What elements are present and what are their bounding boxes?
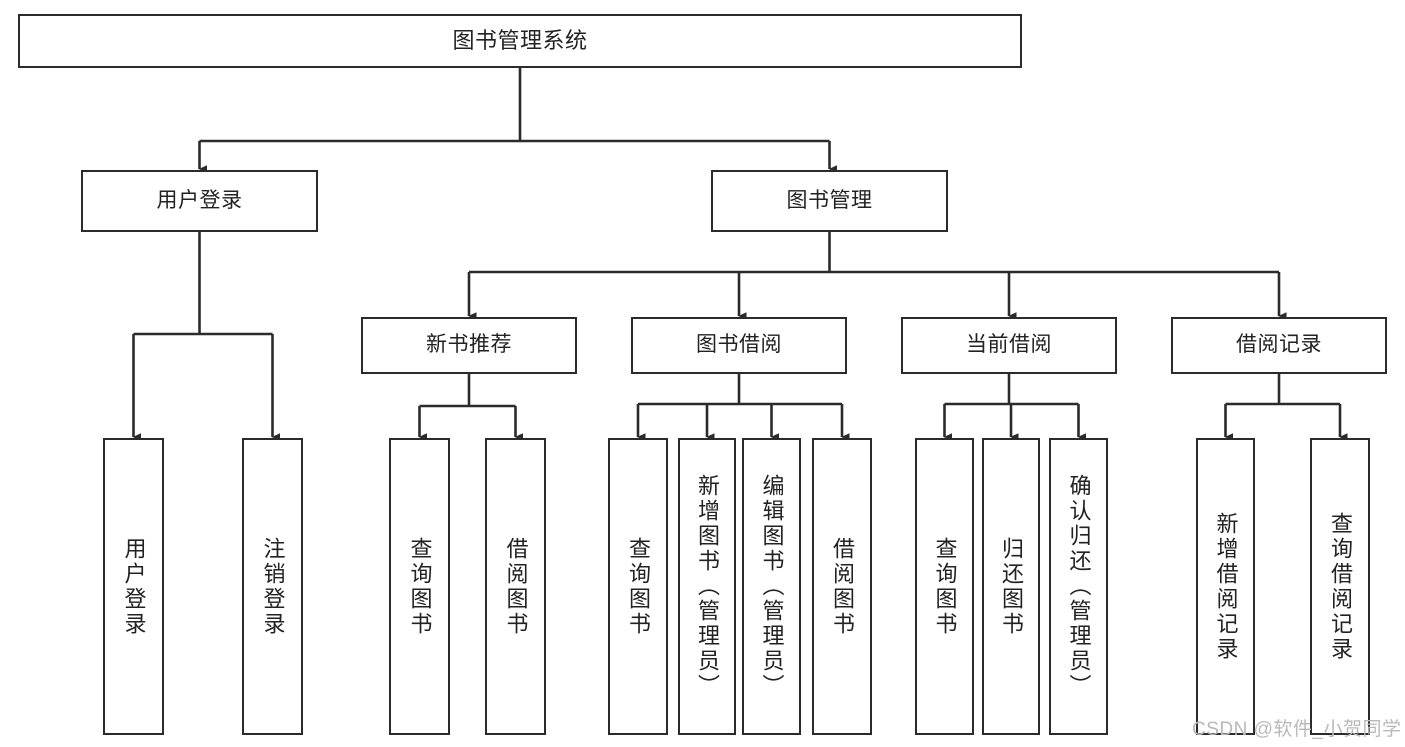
node-label: 查询图书 [407, 536, 433, 637]
node-label: 新增借阅记录 [1213, 511, 1239, 662]
node-leaf_9[interactable]: 归还图书 [982, 438, 1040, 735]
node-label: 借阅图书 [830, 536, 855, 637]
node-leaf_5[interactable]: 新增图书（管理员） [678, 438, 736, 735]
node-leaf_8[interactable]: 查询图书 [915, 438, 974, 735]
node-label: 查询图书 [932, 536, 958, 637]
node-l3_2[interactable]: 当前借阅 [901, 317, 1117, 374]
node-label: 图书管理系统 [452, 28, 588, 54]
node-root[interactable]: 图书管理系统 [18, 14, 1022, 68]
node-leaf_12[interactable]: 查询借阅记录 [1310, 438, 1370, 735]
node-label: 用户登录 [156, 188, 243, 212]
node-label: 借阅记录 [1236, 333, 1322, 357]
node-leaf_3[interactable]: 借阅图书 [485, 438, 546, 735]
node-label: 归还图书 [999, 536, 1024, 637]
node-label: 新增图书（管理员） [695, 474, 720, 699]
node-l2_1[interactable]: 图书管理 [711, 170, 948, 232]
node-label: 查询借阅记录 [1328, 511, 1353, 662]
node-label: 图书借阅 [696, 333, 782, 357]
node-leaf_4[interactable]: 查询图书 [608, 438, 668, 735]
node-label: 注销登录 [260, 536, 286, 637]
node-leaf_10[interactable]: 确认归还（管理员） [1049, 438, 1108, 735]
node-l2_0[interactable]: 用户登录 [81, 170, 318, 232]
node-leaf_6[interactable]: 编辑图书（管理员） [742, 438, 801, 735]
node-label: 新书推荐 [426, 333, 512, 357]
node-l3_3[interactable]: 借阅记录 [1171, 317, 1387, 374]
node-leaf_0[interactable]: 用户登录 [103, 438, 164, 735]
node-leaf_2[interactable]: 查询图书 [389, 438, 450, 735]
node-label: 确认归还（管理员） [1066, 474, 1092, 699]
node-leaf_7[interactable]: 借阅图书 [812, 438, 872, 735]
node-leaf_1[interactable]: 注销登录 [242, 438, 303, 735]
edge-layer [132, 68, 1348, 441]
node-label: 编辑图书（管理员） [759, 474, 785, 699]
node-label: 借阅图书 [503, 536, 529, 637]
node-label: 当前借阅 [966, 333, 1052, 357]
node-label: 图书管理 [786, 188, 873, 212]
node-l3_0[interactable]: 新书推荐 [361, 317, 577, 374]
node-label: 用户登录 [121, 536, 147, 637]
node-leaf_11[interactable]: 新增借阅记录 [1196, 438, 1255, 735]
node-label: 查询图书 [626, 536, 651, 637]
node-l3_1[interactable]: 图书借阅 [631, 317, 847, 374]
